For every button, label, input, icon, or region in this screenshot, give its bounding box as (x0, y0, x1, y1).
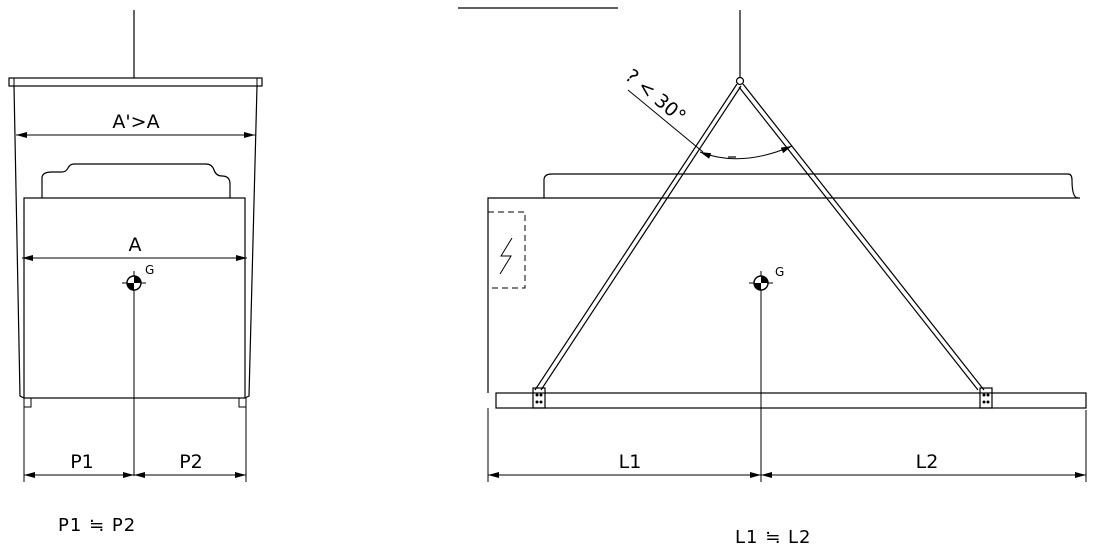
spreader-beam (8, 77, 263, 87)
load-width-label: A (129, 234, 142, 256)
hook-point (735, 76, 745, 86)
right-view: ? < 30° G L1 L2 L1 ≒ L2 (458, 7, 1087, 548)
condition-caption-right: L1 ≒ L2 (735, 527, 812, 548)
cog-label-right: G (775, 265, 784, 279)
load-foot-left (23, 397, 32, 408)
p2-label: P2 (179, 451, 203, 473)
electrical-box (487, 211, 526, 289)
l2-label: L2 (916, 451, 939, 473)
p1-label: P1 (70, 451, 94, 473)
left-view: A'>A A G P1 P2 P1 ≒ P2 (8, 10, 263, 536)
sling-left-front (534, 83, 742, 391)
base-beam (495, 392, 1087, 409)
lifting-lug-left (532, 387, 546, 409)
sling-right (244, 85, 258, 399)
lightning-icon (499, 237, 513, 275)
l1-label: L1 (619, 451, 642, 473)
center-of-gravity-left (122, 271, 146, 476)
lifting-lug-right (979, 387, 993, 409)
load-foot-right (238, 397, 247, 408)
center-of-gravity-right (749, 271, 773, 482)
sling-right-front (738, 83, 985, 391)
sling-left (13, 85, 25, 399)
load-top-cover (41, 163, 231, 198)
sling-width-label: A'>A (112, 111, 159, 133)
sling-angle-label: ? < 30° (621, 65, 690, 128)
cog-label-left: G (145, 263, 154, 277)
sling-angle-arc (699, 145, 793, 160)
load-top-cover-front (543, 173, 1079, 199)
angle-leader (627, 89, 704, 153)
condition-caption-left: P1 ≒ P2 (58, 515, 136, 536)
load-body-front (487, 197, 1080, 393)
